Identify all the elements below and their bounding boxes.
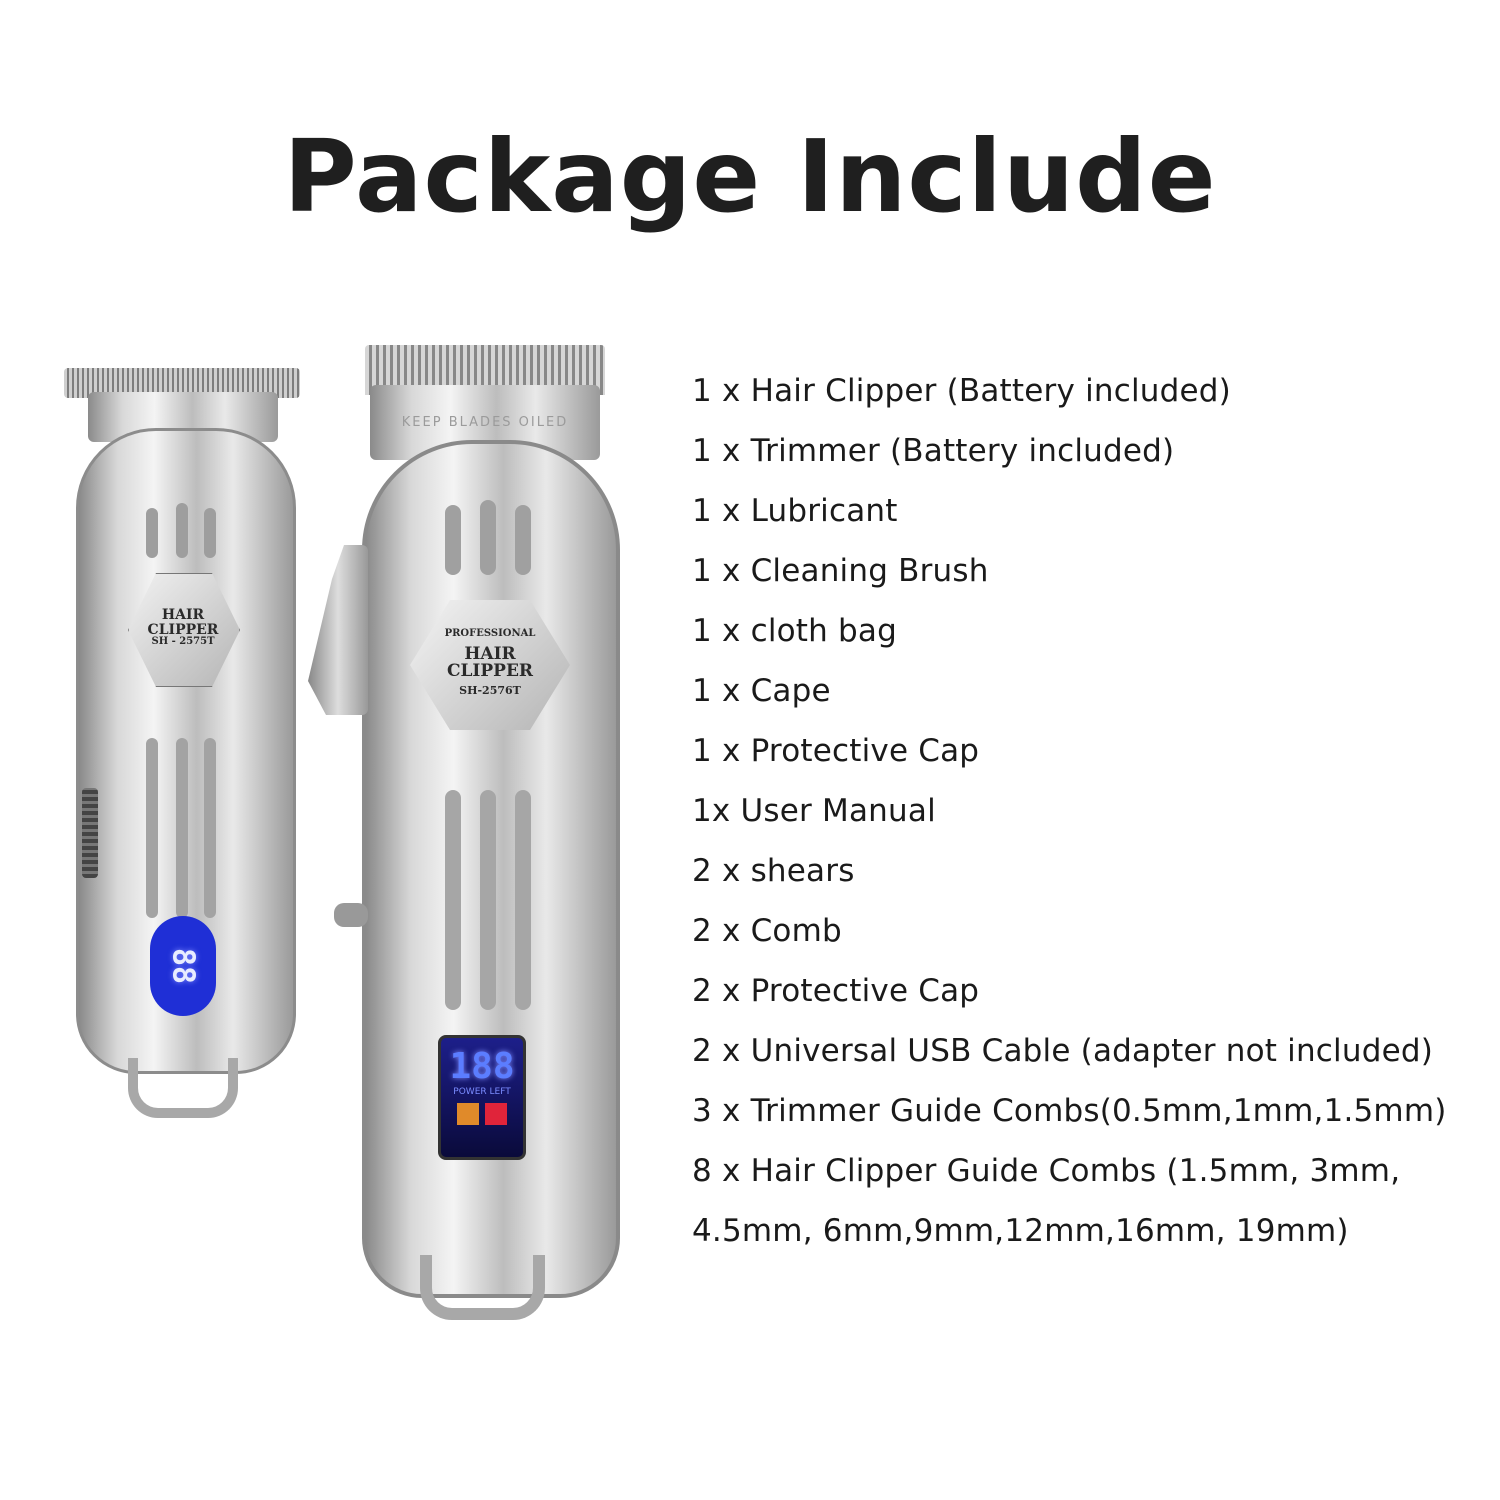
list-item: 1 x Trimmer (Battery included) bbox=[692, 433, 1175, 469]
clipper-badge-line2: CLIPPER bbox=[446, 661, 534, 682]
list-item: 1 x Protective Cap bbox=[692, 733, 980, 769]
oil-icon bbox=[457, 1103, 479, 1125]
clipper-badge-top: PROFESSIONAL bbox=[444, 628, 536, 639]
clipper-badge bbox=[410, 600, 570, 730]
list-item: 2 x shears bbox=[692, 853, 855, 889]
trimmer-badge bbox=[128, 573, 240, 687]
power-left-label: POWER LEFT bbox=[453, 1087, 511, 1097]
clipper-display: 188 POWER LEFT bbox=[438, 1035, 526, 1160]
list-item: 1 x Hair Clipper (Battery included) bbox=[692, 373, 1231, 409]
list-item: 1 x Lubricant bbox=[692, 493, 898, 529]
page-title: Package Include bbox=[283, 118, 1217, 235]
trimmer-badge-line1: HAIR bbox=[161, 607, 205, 623]
trimmer-hang-loop bbox=[128, 1058, 238, 1118]
trimmer-image: HAIR CLIPPER SH - 2575T 88 bbox=[58, 368, 308, 1128]
trimmer-model: SH - 2575T bbox=[151, 636, 215, 648]
list-item: 2 x Universal USB Cable (adapter not inc… bbox=[692, 1033, 1434, 1069]
blade-engraving: KEEP BLADES OILED bbox=[401, 415, 569, 430]
trimmer-badge-line2: CLIPPER bbox=[147, 621, 219, 638]
taper-lever bbox=[308, 545, 368, 715]
list-item: 1 x cloth bag bbox=[692, 613, 898, 649]
clipper-hang-loop bbox=[420, 1255, 545, 1320]
list-item: 8 x Hair Clipper Guide Combs (1.5mm, 3mm… bbox=[692, 1153, 1401, 1189]
list-item: 1x User Manual bbox=[692, 793, 936, 829]
clipper-badge-line1: HAIR bbox=[464, 643, 516, 664]
list-item: 4.5mm, 6mm,9mm,12mm,16mm, 19mm) bbox=[692, 1213, 1349, 1249]
list-item: 1 x Cleaning Brush bbox=[692, 553, 989, 589]
clipper-model: SH-2576T bbox=[459, 684, 521, 698]
list-item: 2 x Protective Cap bbox=[692, 973, 980, 1009]
clipper-image: KEEP BLADES OILED PROFESSIONAL HAIR CLIP… bbox=[300, 345, 630, 1320]
trimmer-display: 88 bbox=[150, 916, 216, 1016]
list-item: 1 x Cape bbox=[692, 673, 831, 709]
package-contents-list: 1 x Hair Clipper (Battery included) 1 x … bbox=[692, 364, 1447, 1264]
list-item: 2 x Comb bbox=[692, 913, 842, 949]
list-item: 3 x Trimmer Guide Combs(0.5mm,1mm,1.5mm) bbox=[692, 1093, 1447, 1129]
trimmer-power-switch bbox=[82, 788, 98, 878]
plug-icon bbox=[485, 1103, 507, 1125]
